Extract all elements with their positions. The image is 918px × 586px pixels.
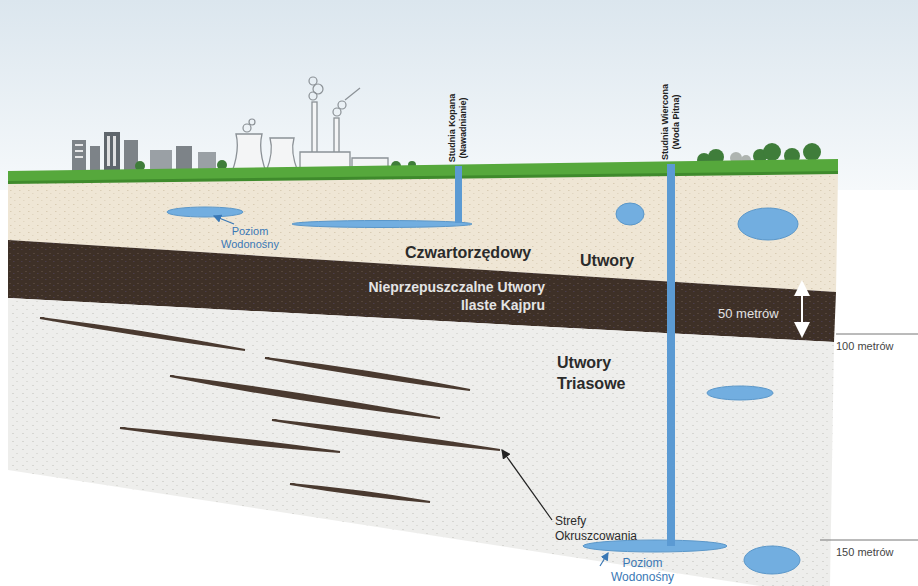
well-label: Studnia Wiercona (Woda Pitna) (660, 82, 682, 162)
aquifer-label: Poziom Wodonośny (605, 556, 680, 584)
layer-label: Czwartorzędowy (405, 243, 531, 262)
well-label: Studnia Kopana (Nawadnianie) (447, 92, 469, 164)
layer-label: Utwory Triasowe (557, 352, 647, 394)
layer-label: Nieprzepuszczalne Utwory Ilaste Kajpru (345, 278, 545, 314)
dimension-label: 50 metrów (718, 306, 779, 322)
depth-label: 150 metrów (836, 546, 893, 559)
aquifer-label: Poziom Wodonośny (215, 225, 285, 251)
depth-label: 100 metrów (836, 340, 893, 353)
zone-label: Strefy Okruszcowania (555, 514, 665, 544)
layer-label: Utwory (580, 251, 634, 270)
